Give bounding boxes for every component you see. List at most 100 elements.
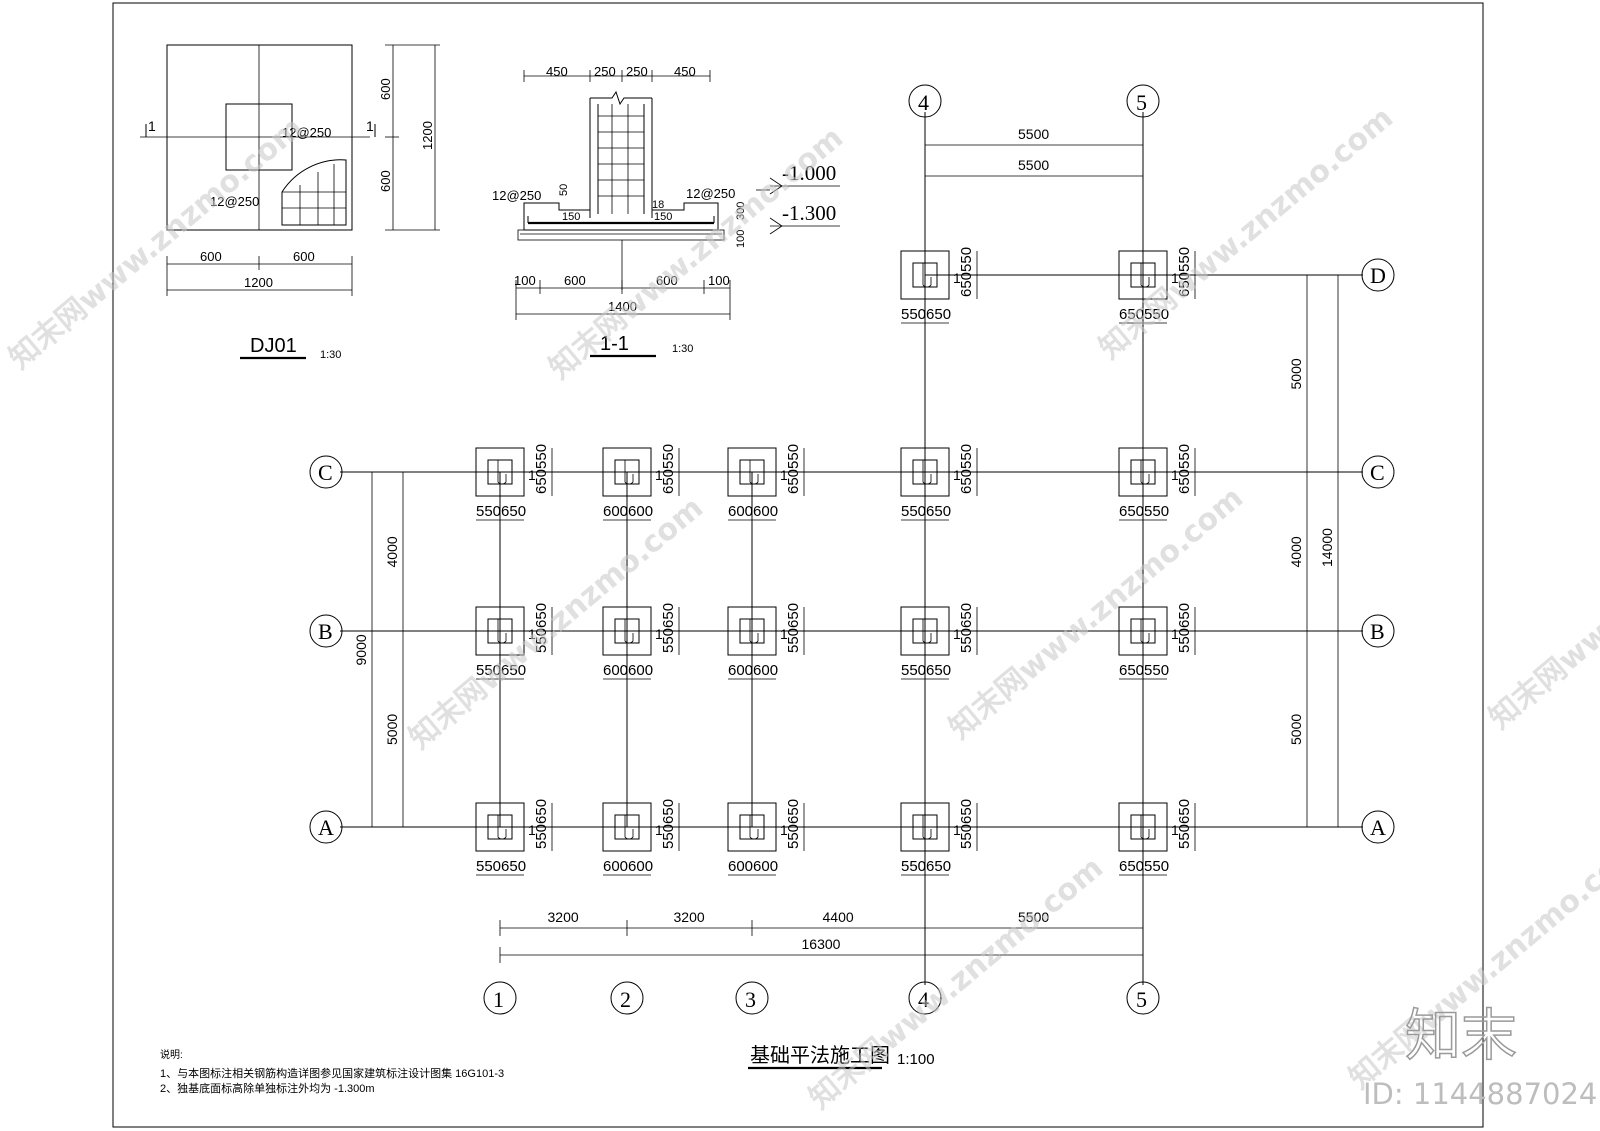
notes-head: 说明: <box>160 1048 183 1061</box>
section-mark <box>497 460 507 485</box>
footing-dim-v: 650550 <box>958 247 975 297</box>
footing-dim-v: 550650 <box>785 799 802 849</box>
section-mark <box>1140 619 1150 644</box>
footing-dim-v: 550650 <box>785 603 802 653</box>
sec-rebar-right: 12@250 <box>686 186 735 201</box>
axis-bubble-bottom <box>735 981 769 1015</box>
footing-dim-v: 650550 <box>1176 444 1193 494</box>
section-1-1-detail: 450 250 250 450 12@250 12@250 50 150 150… <box>492 64 840 358</box>
footing-outline <box>475 447 525 497</box>
section-mark <box>749 815 759 840</box>
axis-label-right: C <box>1370 460 1385 485</box>
watermark-site-5: 知末网www.znzmo.com <box>943 480 1250 746</box>
dj01-plan-detail: 12@250 12@250 1 1 600 600 1200 600 600 1… <box>140 44 440 361</box>
axis-label-bottom: 1 <box>493 987 504 1012</box>
footing-dim-v: 550650 <box>660 603 677 653</box>
footing-outline <box>727 447 777 497</box>
footing-tag: 1 <box>1171 270 1179 286</box>
footing-tag: 1 <box>1171 626 1179 642</box>
sec-rebar-left: 12@250 <box>492 188 541 203</box>
axis-label-bottom: 5 <box>1136 987 1147 1012</box>
footing-dim-h: 600600 <box>603 662 653 679</box>
section-mark <box>1140 460 1150 485</box>
footing-outline <box>1118 250 1168 300</box>
footing-dim-v: 650550 <box>1176 247 1193 297</box>
footing-dim-v: 550650 <box>533 799 550 849</box>
section-mark <box>1140 263 1150 288</box>
footing-dim-h: 550650 <box>476 858 526 875</box>
sec-dim-250-a: 250 <box>594 64 616 79</box>
axis-label-top: 5 <box>1136 90 1147 115</box>
section-mark <box>624 815 634 840</box>
notes-line-2: 2、独基底面标高除单独标注外均为 -1.300m <box>160 1081 375 1095</box>
footing-dim-h: 550650 <box>901 503 951 520</box>
notes: 说明: 1、与本图标注相关钢筋构造详图参见国家建筑标注设计图集 16G101-3… <box>160 1048 504 1095</box>
footing-tag: 1 <box>780 467 788 483</box>
axis-label-bottom: 4 <box>918 987 929 1012</box>
footing-outline <box>602 802 652 852</box>
footing-dim-h: 600600 <box>728 503 778 520</box>
footing-dim-v: 550650 <box>958 799 975 849</box>
sec-dim-100-b: 100 <box>708 273 730 288</box>
sec-dim-150-a: 150 <box>562 211 580 223</box>
section-mark <box>1140 815 1150 840</box>
sec-scale: 1:30 <box>672 343 693 355</box>
footing-dim-v: 650550 <box>533 444 550 494</box>
dim-top: 5500 <box>1018 126 1049 142</box>
dim-right-total: 14000 <box>1319 528 1335 567</box>
sec-dim-450-a: 450 <box>546 64 568 79</box>
footing-dim-v: 650550 <box>958 444 975 494</box>
dj-cut-label-left: 1 <box>148 118 156 134</box>
footing-outline <box>602 447 652 497</box>
footing-tag: 1 <box>655 626 663 642</box>
watermark-site-6: 知末网www.znzmo.com <box>1483 470 1600 736</box>
footing-dim-h: 550650 <box>476 503 526 520</box>
axis-bubble-bottom <box>483 981 517 1015</box>
footing-dim-v: 550650 <box>1176 799 1193 849</box>
footing-tag: 1 <box>655 822 663 838</box>
footing-tag: 1 <box>655 467 663 483</box>
axis-bubble-right <box>1361 258 1395 292</box>
footing-dim-h: 600600 <box>603 503 653 520</box>
axis-bubble-top <box>908 84 942 118</box>
dim-left-total: 9000 <box>353 634 369 665</box>
plan-scale: 1:100 <box>897 1051 935 1068</box>
footing-tag: 1 <box>953 270 961 286</box>
sec-dim-600-b: 600 <box>656 273 678 288</box>
dj-rebar-2: 12@250 <box>210 194 259 209</box>
footing-dim-v: 650550 <box>785 444 802 494</box>
dim-left: 4000 <box>384 536 400 567</box>
sec-dim-600-a: 600 <box>564 273 586 288</box>
footing-outline <box>1118 802 1168 852</box>
footing-outline <box>900 250 950 300</box>
dim-right: 5000 <box>1288 714 1304 745</box>
drawing-border <box>112 2 1484 1128</box>
sec-elev-2: -1.300 <box>782 201 836 225</box>
sec-dim-18: 18 <box>652 199 664 211</box>
sec-elev-1: -1.000 <box>782 161 836 185</box>
axis-label-right: B <box>1370 619 1385 644</box>
footing-tag: 1 <box>780 626 788 642</box>
footing-dim-h: 650550 <box>1119 306 1169 323</box>
axis-bubble-bottom <box>908 981 942 1015</box>
watermark-site-3: 知末网www.znzmo.com <box>1093 100 1400 366</box>
watermark-site-2: 知末网www.znzmo.com <box>543 120 850 386</box>
axis-bubble-right <box>1361 614 1395 648</box>
axis-bubble-bottom <box>1126 981 1160 1015</box>
section-mark <box>749 619 759 644</box>
footing-outline <box>900 802 950 852</box>
dim-bottom-total: 16300 <box>802 936 841 952</box>
axis-label-left: C <box>318 460 333 485</box>
footing-dim-v: 550650 <box>958 603 975 653</box>
dj-dim-v600-b: 600 <box>378 170 393 192</box>
footing-tag: 1 <box>528 822 536 838</box>
footing-tag: 1 <box>780 822 788 838</box>
section-mark <box>497 619 507 644</box>
axis-bubble-bottom <box>610 981 644 1015</box>
footing-tag: 1 <box>953 822 961 838</box>
dim-bottom: 3200 <box>674 909 705 925</box>
dj-dim-600-b: 600 <box>293 249 315 264</box>
footing-outline <box>602 606 652 656</box>
axis-label-bottom: 2 <box>620 987 631 1012</box>
footing-dim-h: 550650 <box>901 306 951 323</box>
